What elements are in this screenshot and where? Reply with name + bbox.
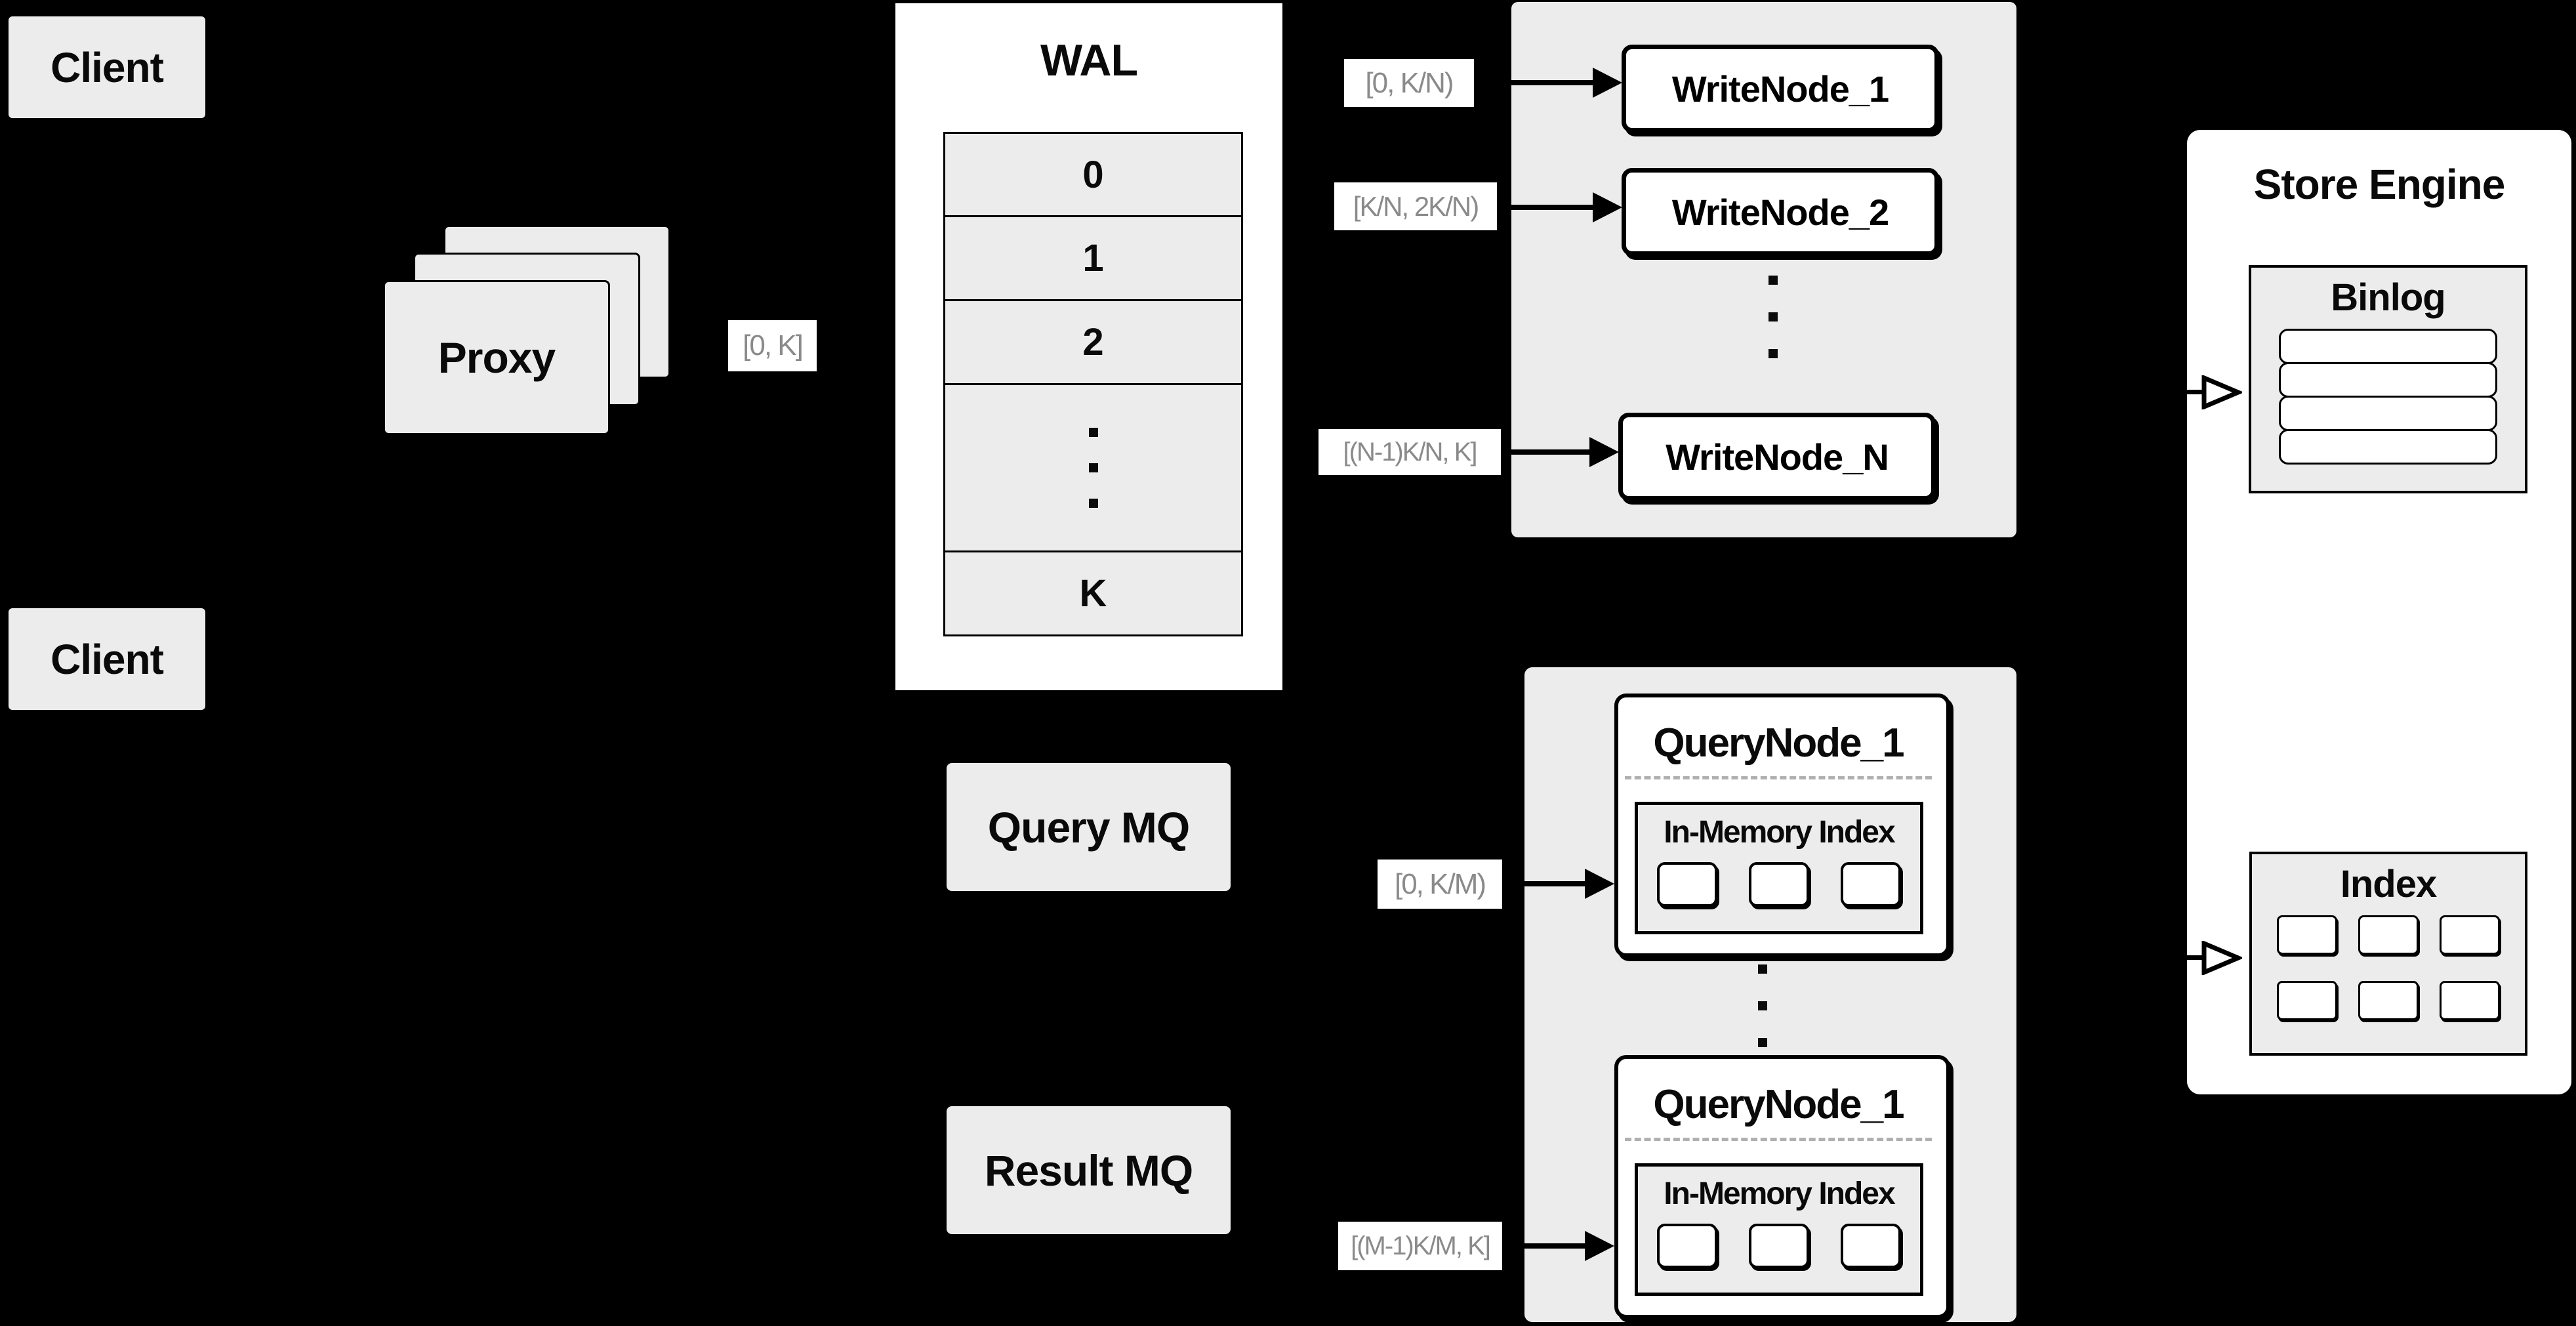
- in-memory-index-bottom-panel: In-Memory Index: [1635, 1163, 1923, 1296]
- arrow-line-writenodeN: [1501, 449, 1589, 455]
- wal-ellipsis-dots: [1088, 428, 1098, 508]
- index-title: Index: [2340, 863, 2438, 905]
- open-arrow-head-index: [2201, 941, 2242, 975]
- index-cell: [2277, 915, 2337, 955]
- segment-cell: [1841, 1224, 1901, 1268]
- in-memory-index-bottom-title: In-Memory Index: [1664, 1176, 1895, 1211]
- arrow-line-querynode-top: [1502, 881, 1585, 886]
- query-node-bottom-divider: [1625, 1138, 1932, 1141]
- range-label-querynode-bottom: [(M-1)K/M, K]: [1338, 1222, 1502, 1270]
- in-memory-index-bottom-segments: [1638, 1224, 1920, 1268]
- arrow-line-index: [2065, 955, 2204, 960]
- segment-cell: [1657, 1224, 1717, 1268]
- client-bottom-box: Client: [9, 608, 205, 710]
- store-engine-title: Store Engine: [2253, 161, 2506, 208]
- binlog-row: [2279, 429, 2497, 465]
- wal-row-k: K: [943, 550, 1243, 636]
- write-node-1-box: WriteNode_1: [1622, 45, 1939, 133]
- range-label-proxy-to-wal: [0, K]: [728, 320, 817, 371]
- arrow-head-querynode-bottom: [1585, 1231, 1614, 1261]
- index-cell: [2277, 981, 2337, 1020]
- range-label-querynode-top: [0, K/M): [1378, 860, 1502, 909]
- index-cell: [2358, 915, 2419, 955]
- arrow-head-querynode-top: [1585, 869, 1614, 899]
- arrow-line-binlog: [2065, 390, 2204, 394]
- wal-table: 0 1 2 K: [943, 132, 1243, 636]
- wal-title: WAL: [1040, 35, 1138, 85]
- arrow-line-writenode2: [1497, 205, 1593, 210]
- arrow-head-writenode1: [1593, 68, 1622, 98]
- wal-row-0: 0: [943, 132, 1243, 217]
- arrow-line-querynode-bottom: [1502, 1243, 1585, 1249]
- write-node-n-box: WriteNode_N: [1618, 413, 1936, 501]
- binlog-panel: Binlog: [2249, 265, 2527, 493]
- query-node-bottom-title: QueryNode_1: [1653, 1081, 1904, 1127]
- wal-row-1: 1: [943, 215, 1243, 301]
- open-arrow-head-binlog: [2201, 375, 2242, 409]
- arrow-head-writenodeN: [1589, 437, 1619, 467]
- range-label-writenodeN: [(N-1)K/N, K]: [1319, 429, 1501, 475]
- query-node-top-divider: [1625, 776, 1932, 779]
- proxy-box: Proxy: [383, 280, 610, 435]
- range-label-writenode2: [K/N, 2K/N): [1334, 182, 1497, 230]
- binlog-row: [2279, 362, 2497, 398]
- index-panel: Index: [2249, 852, 2527, 1056]
- index-cell: [2440, 915, 2500, 955]
- in-memory-index-top-segments: [1638, 862, 1920, 907]
- arrow-head-writenode2: [1593, 192, 1622, 222]
- index-cell-row: [2252, 915, 2525, 955]
- arrow-line-writenode1: [1474, 80, 1593, 85]
- index-cell: [2358, 981, 2419, 1020]
- binlog-row: [2279, 329, 2497, 364]
- write-node-ellipsis-dots: [1768, 276, 1778, 358]
- in-memory-index-top-title: In-Memory Index: [1664, 815, 1895, 850]
- write-node-2-box: WriteNode_2: [1622, 168, 1939, 256]
- index-cell-row: [2252, 981, 2525, 1020]
- in-memory-index-top-panel: In-Memory Index: [1635, 802, 1923, 934]
- wal-row-ellipsis: [943, 383, 1243, 552]
- client-top-box: Client: [9, 16, 205, 118]
- segment-cell: [1657, 862, 1717, 907]
- segment-cell: [1749, 1224, 1809, 1268]
- segment-cell: [1841, 862, 1901, 907]
- index-cell: [2440, 981, 2500, 1020]
- query-node-ellipsis-dots: [1758, 964, 1767, 1047]
- result-mq-box: Result MQ: [947, 1106, 1231, 1234]
- segment-cell: [1749, 862, 1809, 907]
- query-mq-box: Query MQ: [947, 763, 1231, 891]
- binlog-title: Binlog: [2331, 276, 2445, 319]
- binlog-row: [2279, 396, 2497, 431]
- range-label-writenode1: [0, K/N): [1344, 59, 1474, 107]
- query-node-top-title: QueryNode_1: [1653, 720, 1904, 766]
- wal-row-2: 2: [943, 299, 1243, 385]
